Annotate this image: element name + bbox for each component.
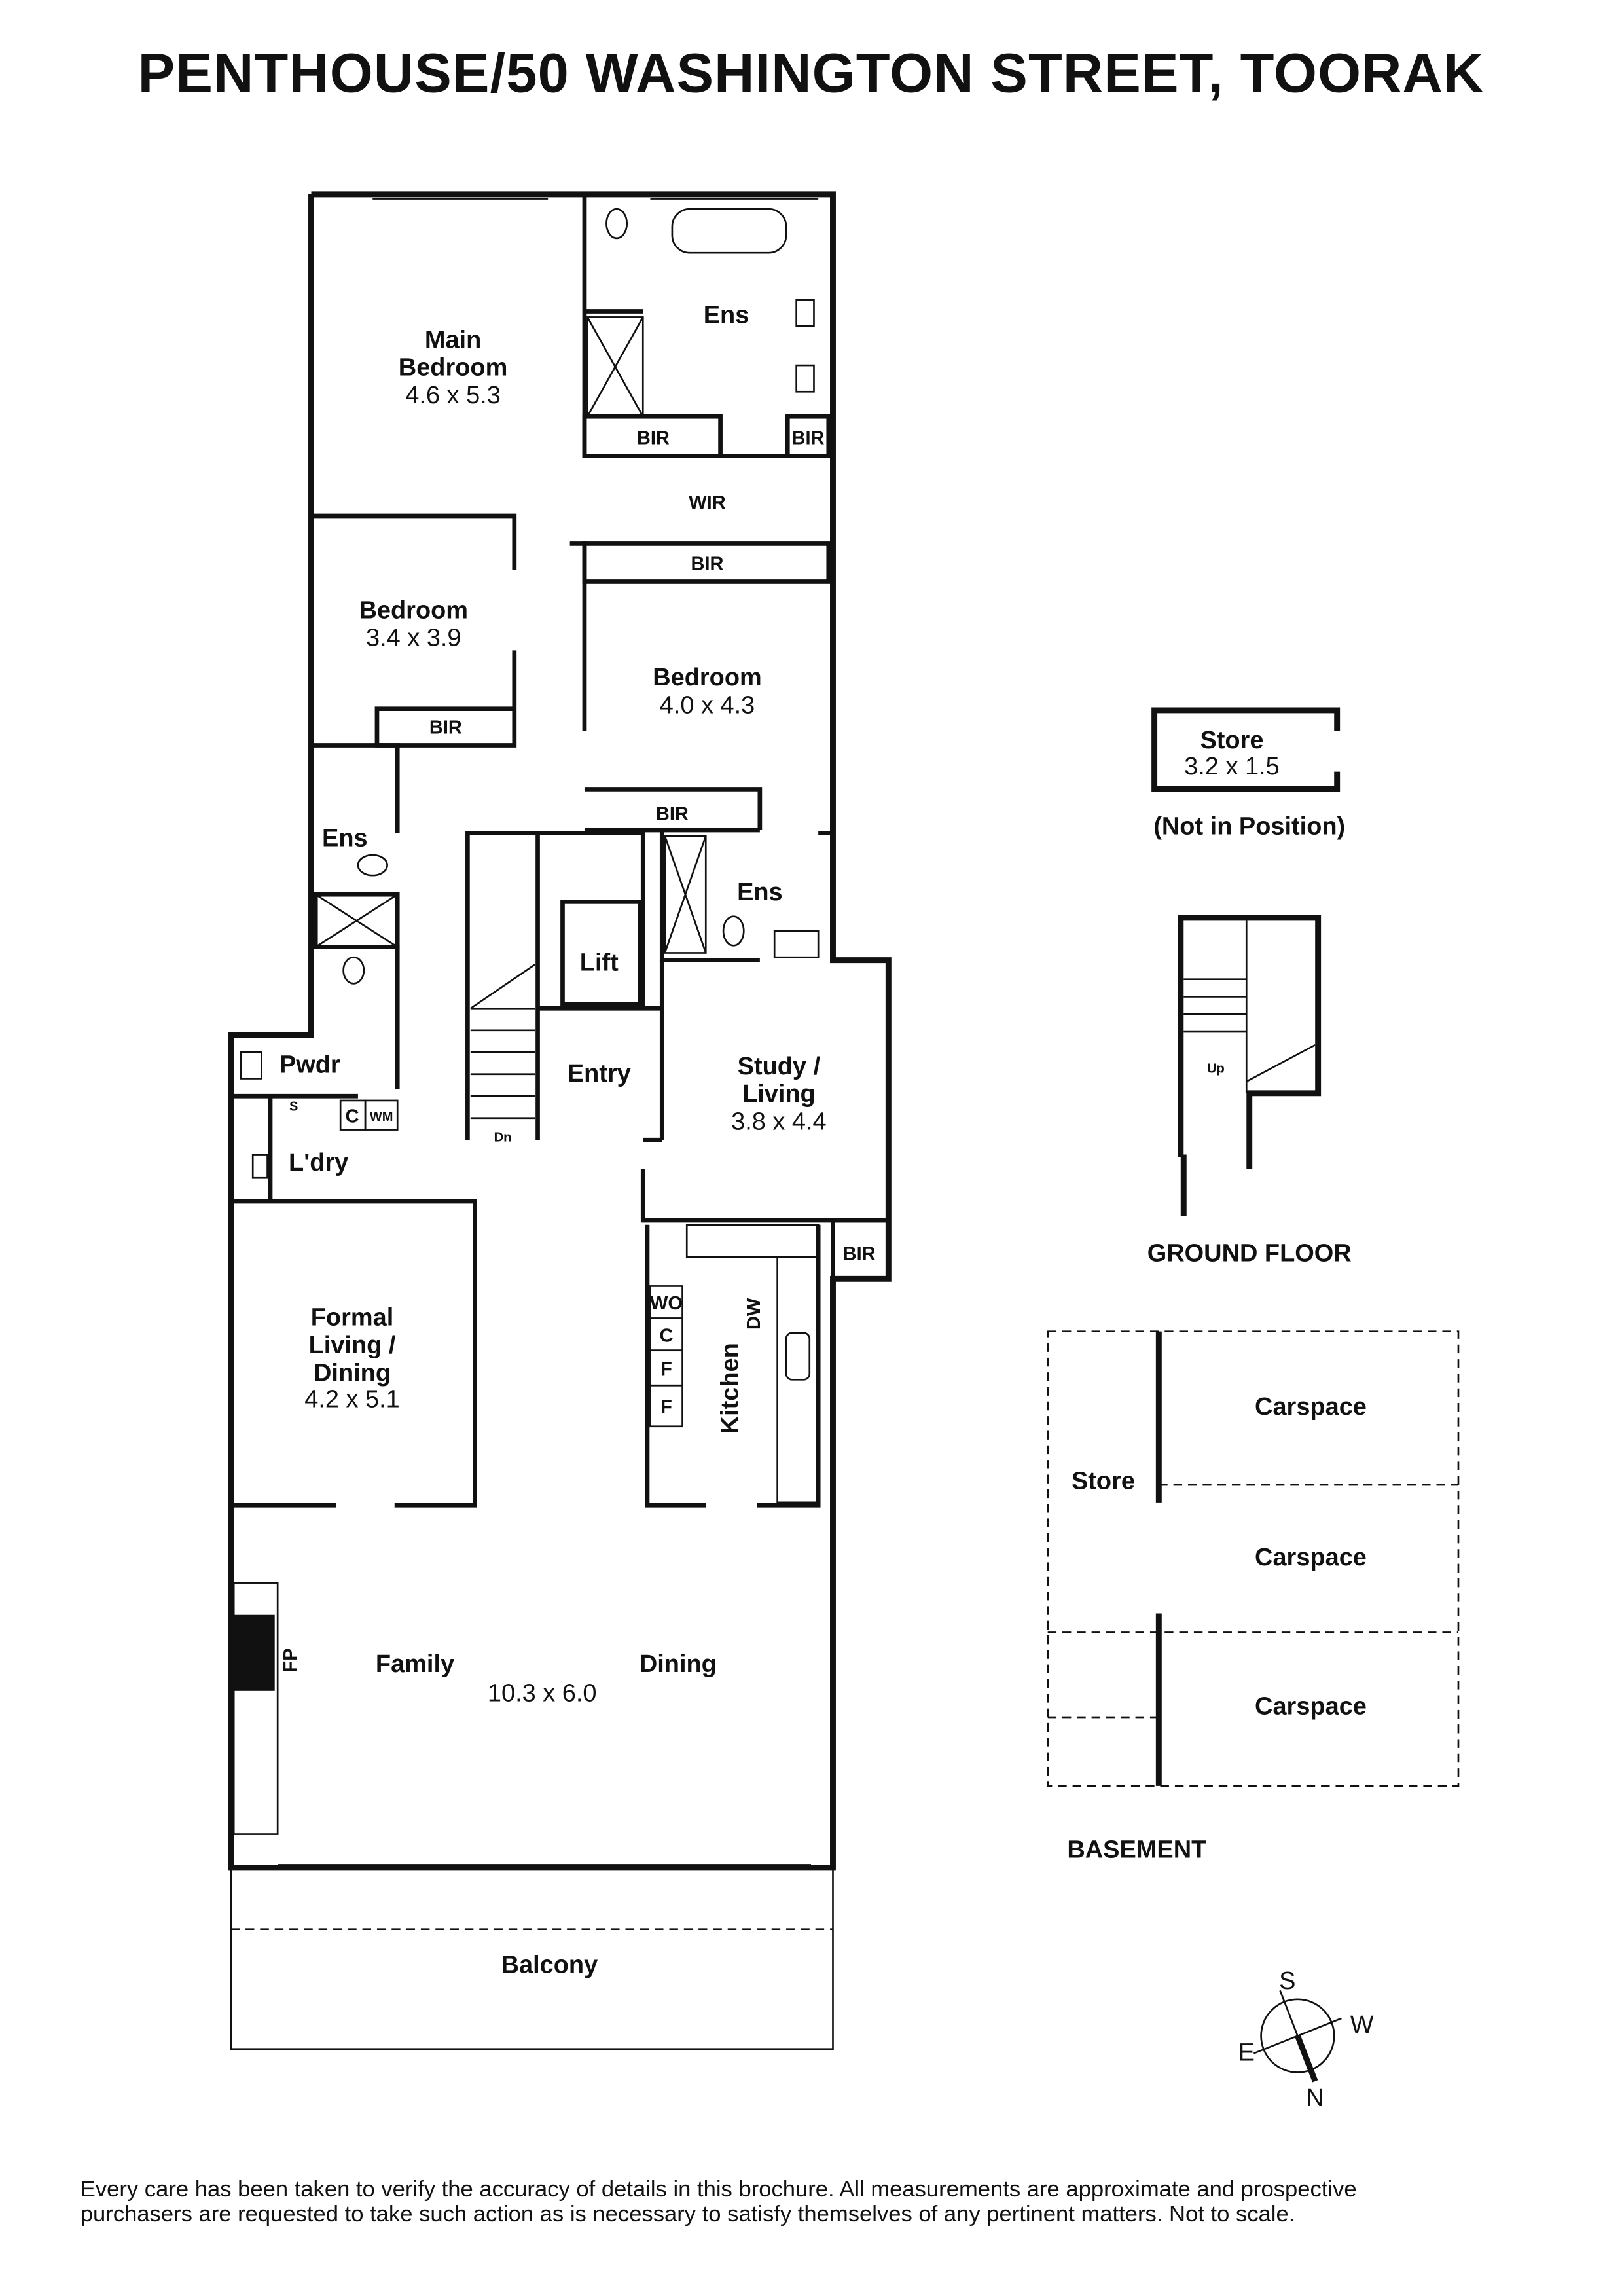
kitchen-cupboard-label: C [660, 1325, 674, 1346]
ensuite3-label: Ens [737, 879, 783, 906]
formal-label: Formal [311, 1304, 393, 1332]
main-floor-walls [228, 191, 892, 1871]
balcony-outline [230, 1867, 834, 2050]
stairs-up-label: Up [1207, 1062, 1225, 1076]
basement-store-label: Store [1072, 1468, 1135, 1495]
ground-floor-title: GROUND FLOOR [1147, 1240, 1352, 1267]
washing-machine-label: WM [370, 1110, 393, 1124]
dishwasher-label: DW [744, 1298, 765, 1330]
bir-label: BIR [656, 803, 689, 824]
bir-label: BIR [843, 1243, 876, 1264]
shelf-label: S [289, 1100, 298, 1114]
fireplace-label: FP [280, 1648, 301, 1672]
bir-label: BIR [429, 718, 462, 738]
compass-e: E [1238, 2039, 1255, 2067]
ensuite-main-label: Ens [704, 301, 749, 329]
powder-label: Pwdr [279, 1051, 340, 1079]
basement: Store Carspace Carspace Carspace BASEMEN… [1047, 1330, 1460, 1863]
laundry-label: L'dry [289, 1149, 348, 1176]
entry-label: Entry [568, 1060, 631, 1087]
not-in-position-note: (Not in Position) [1153, 813, 1345, 841]
disclaimer-line-2: purchasers are requested to take such ac… [81, 2202, 1295, 2227]
formal-label-3: Dining [314, 1360, 391, 1387]
ensuite2-label: Ens [322, 825, 368, 852]
compass-n: N [1306, 2085, 1324, 2112]
fridge-label: F [660, 1359, 672, 1380]
stairs-down-label: Dn [494, 1130, 512, 1144]
formal-label-2: Living / [309, 1332, 396, 1359]
balcony-label: Balcony [501, 1952, 598, 1979]
bedroom3-dim: 4.0 x 4.3 [660, 691, 755, 719]
bedroom2-dim: 3.4 x 3.9 [366, 625, 461, 652]
bedroom2-label: Bedroom [359, 596, 469, 624]
bir-label: BIR [637, 428, 670, 449]
store-label: Store [1200, 727, 1263, 754]
bir-label: BIR [792, 428, 825, 449]
lift-label: Lift [580, 949, 619, 976]
study-label: Study / [738, 1053, 821, 1080]
formal-dim: 4.2 x 5.1 [304, 1386, 400, 1413]
disclaimer-line-1: Every care has been taken to verify the … [81, 2177, 1357, 2202]
wall-oven-label: WO [650, 1293, 683, 1314]
wir-label: WIR [689, 492, 725, 513]
compass-s: S [1279, 1967, 1295, 1995]
carspace-label: Carspace [1255, 1544, 1367, 1571]
bedroom3-label: Bedroom [653, 664, 762, 691]
family-label: Family [376, 1650, 454, 1678]
carspace-label: Carspace [1255, 1693, 1367, 1721]
basement-title: BASEMENT [1067, 1836, 1206, 1863]
family-dim: 10.3 x 6.0 [488, 1679, 597, 1707]
main-bedroom-dim: 4.6 x 5.3 [405, 382, 501, 409]
cupboard-label: C [346, 1106, 359, 1127]
study-dim: 3.8 x 4.4 [731, 1108, 827, 1136]
main-bedroom-label-2: Bedroom [399, 354, 508, 382]
compass-w: W [1350, 2011, 1374, 2039]
compass-icon: S W E N [1238, 1967, 1374, 2112]
ground-floor: Store 3.2 x 1.5 (Not in Position) Up GRO… [1147, 707, 1352, 1267]
store-dim: 3.2 x 1.5 [1184, 753, 1280, 780]
room-labels: Main Bedroom 4.6 x 5.3 Ens BIR BIR WIR B… [279, 301, 876, 1978]
bir-label: BIR [691, 554, 724, 575]
fridge-label: F [660, 1397, 672, 1418]
dining-label: Dining [640, 1650, 717, 1678]
main-bedroom-label: Main [425, 326, 481, 354]
kitchen-label: Kitchen [716, 1343, 744, 1434]
carspace-label: Carspace [1255, 1393, 1367, 1421]
study-label-2: Living [742, 1080, 816, 1108]
page-title: PENTHOUSE/50 WASHINGTON STREET, TOORAK [138, 42, 1485, 104]
